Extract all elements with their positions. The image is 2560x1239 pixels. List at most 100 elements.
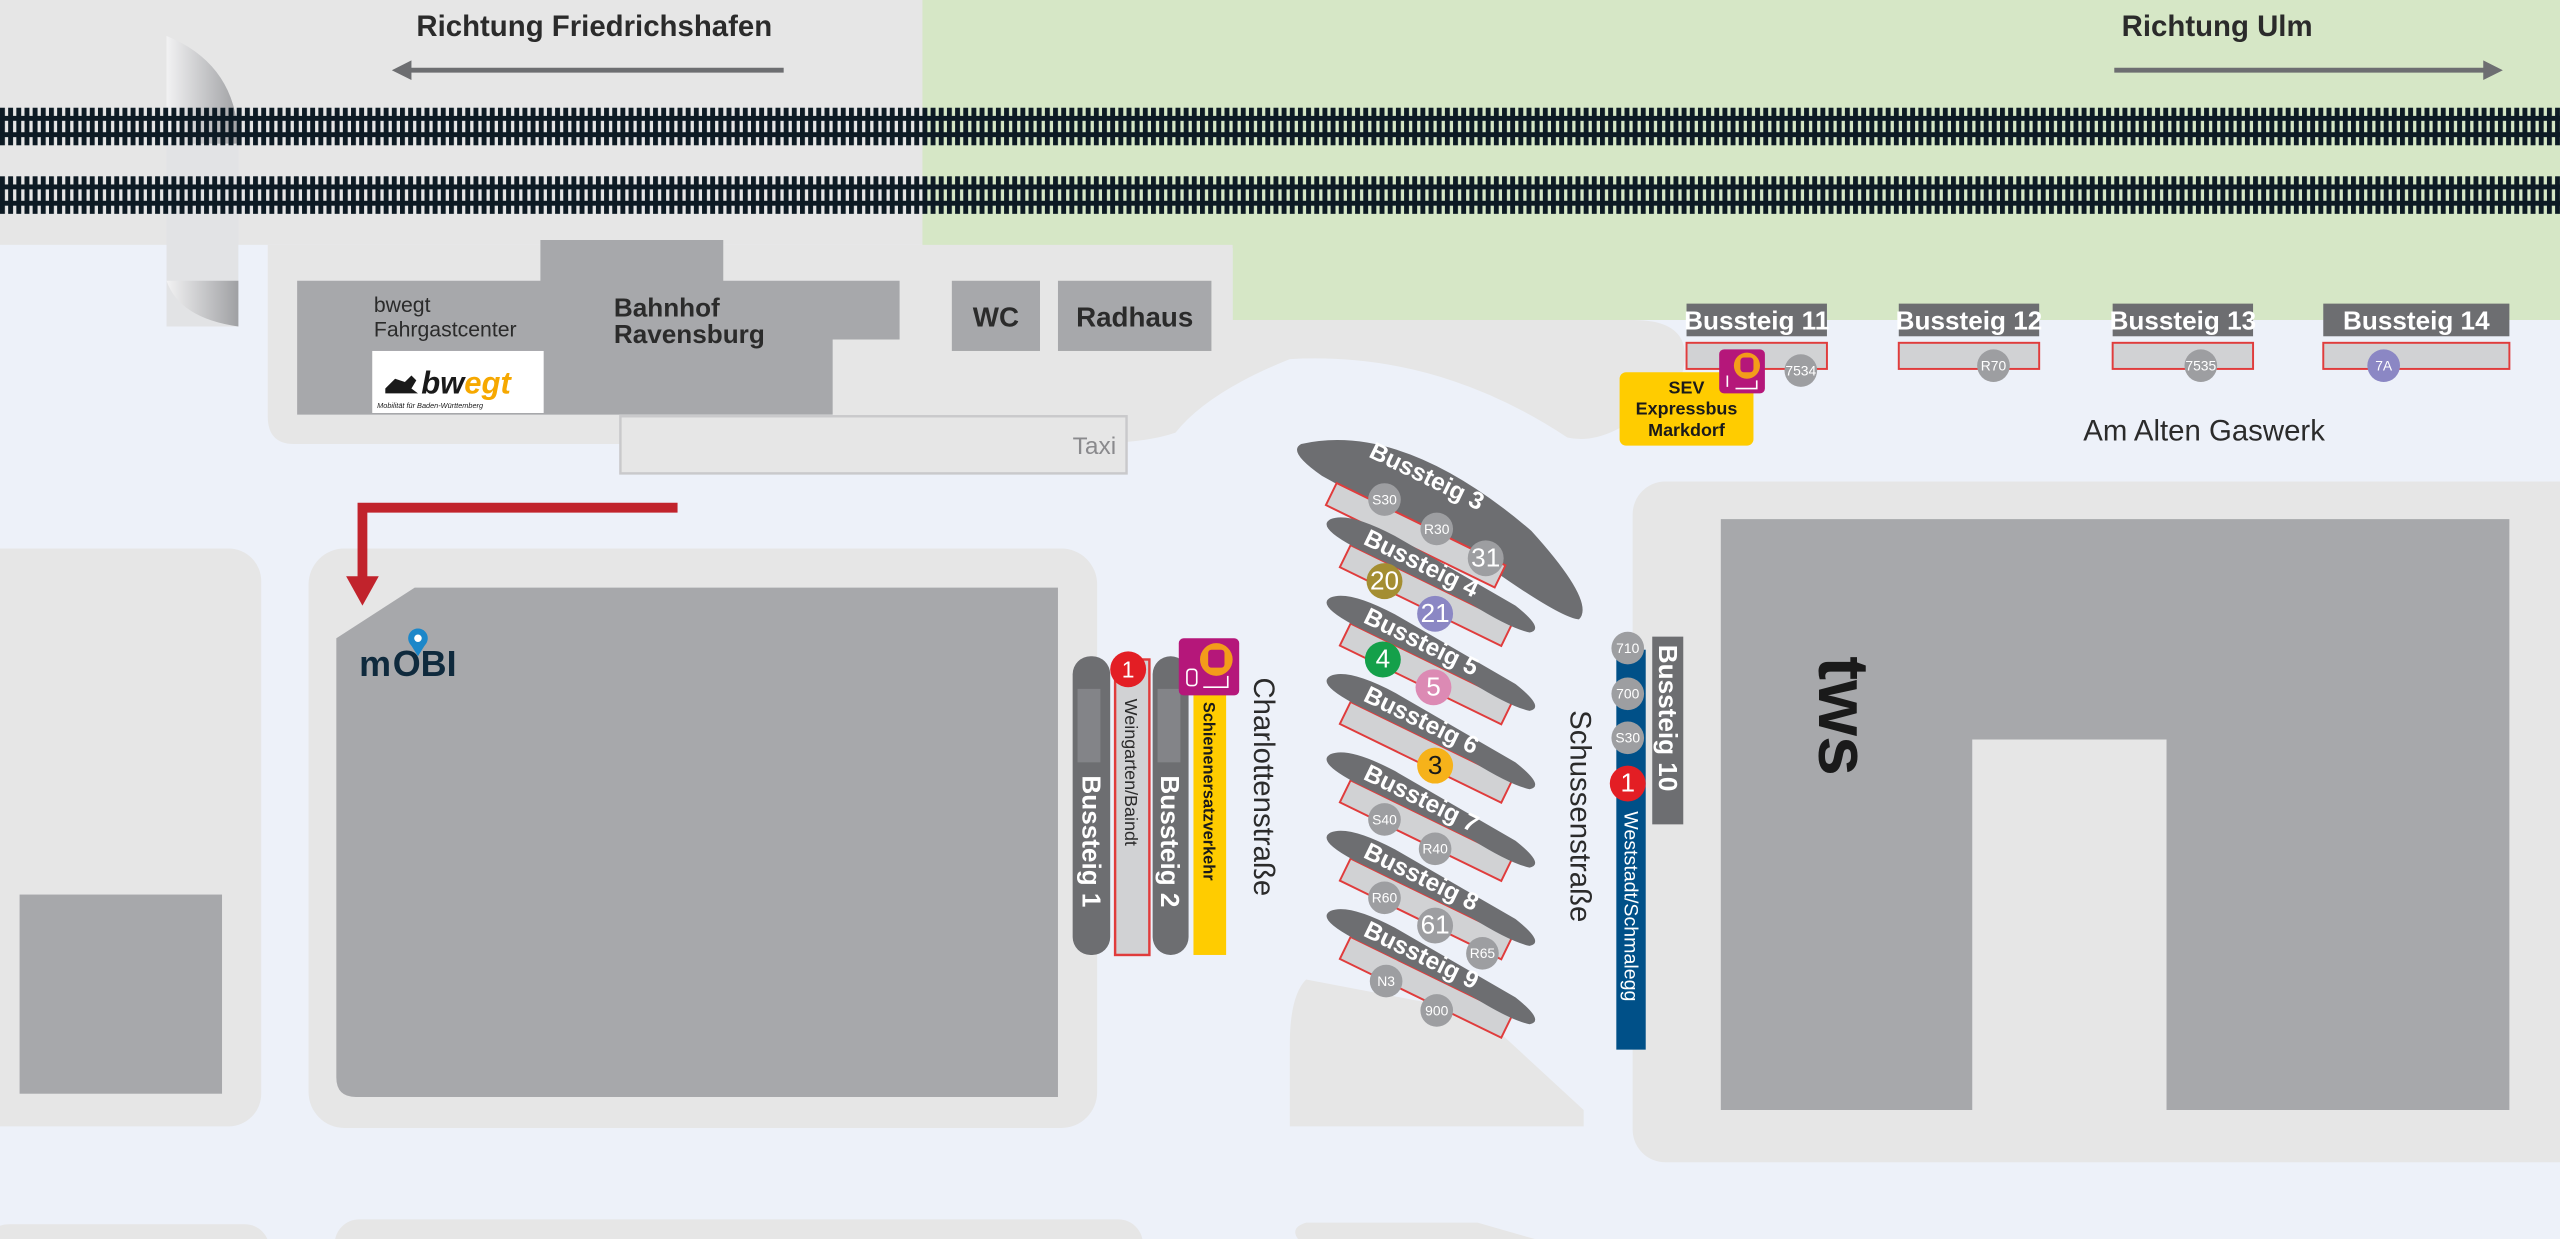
- route-badge-label: R30: [1424, 521, 1450, 537]
- route-badge-circle: [1368, 881, 1401, 915]
- route-badge-circle: [1611, 677, 1645, 711]
- bussteig-2-shelter: [1157, 688, 1181, 763]
- bussteig-2-label: Bussteig 2: [1155, 775, 1185, 907]
- route-badge-label: N3: [1377, 973, 1395, 989]
- route-badge: 7535: [2184, 349, 2218, 382]
- route-badge-circle: [1415, 669, 1452, 706]
- route-badge-label: 7A: [2375, 358, 2393, 374]
- wc-building: [951, 280, 1040, 351]
- platform-label: Bussteig 12: [1896, 306, 2043, 336]
- bussteig-12[interactable]: Bussteig 12 R70: [1896, 303, 2043, 382]
- platform-sign: [1898, 303, 2040, 337]
- route-badge-circle: [1420, 994, 1454, 1027]
- tws-label: tws: [1803, 656, 1883, 776]
- traffic-island: [1289, 979, 1584, 1127]
- route-badge-label: 5: [1426, 671, 1441, 701]
- left-block-building: [19, 894, 223, 1094]
- route-badge-label: R40: [1422, 841, 1448, 857]
- route-badge: 20: [1366, 563, 1403, 600]
- route-badge-label: 7535: [2185, 358, 2216, 374]
- route-badge-circle: [1611, 721, 1645, 755]
- sev-expressbus-line-2: Expressbus: [1636, 399, 1738, 419]
- route-badge-label: 20: [1370, 565, 1399, 595]
- arrow-right-icon: [2114, 60, 2503, 80]
- route-badge: S30: [1611, 721, 1645, 755]
- direction-ulm: Richtung Ulm: [2122, 10, 2313, 43]
- sev-expressbus-line-1: SEV: [1669, 377, 1705, 397]
- sev-label: Schienenersatzverkehr: [1199, 702, 1217, 881]
- schussenstrasse-label: Schussenstraße: [1564, 710, 1597, 922]
- route-badge: R65: [1466, 937, 1499, 970]
- mobi-logo: mOBI: [359, 628, 457, 684]
- route-badge-label: S40: [1372, 811, 1397, 827]
- route-badge-circle: [2184, 349, 2218, 382]
- taxi-rank: [619, 415, 1128, 475]
- arrow-left-icon: [391, 60, 784, 80]
- route-badge: S40: [1368, 803, 1401, 836]
- platform-label: Bussteig 13: [2110, 306, 2257, 336]
- weststadt-line-stop: [1616, 649, 1646, 1050]
- route-badge: R30: [1420, 512, 1454, 546]
- route-badge-label: 61: [1421, 910, 1450, 940]
- route-badge: 61: [1417, 907, 1454, 944]
- track-1: [0, 107, 2560, 146]
- bottom-area-2: [335, 1219, 1143, 1239]
- route-badge-label: 7534: [1785, 362, 1816, 378]
- route-badge-circle: [1366, 563, 1403, 600]
- route-badge-circle: [1784, 354, 1818, 387]
- svg-text:mOBI: mOBI: [359, 643, 456, 684]
- line-1-badge: [1110, 651, 1147, 688]
- route-badge-circle: [1369, 964, 1403, 998]
- radhaus-building: [1057, 280, 1212, 351]
- charlottenstrasse-label: Charlottenstraße: [1247, 677, 1280, 896]
- route-badge-circle: [1364, 641, 1401, 678]
- guidance-arrow-icon: [346, 502, 678, 606]
- wc-label: WC: [973, 301, 1019, 332]
- radhaus-label: Radhaus: [1076, 301, 1193, 332]
- route-badge: R70: [1977, 349, 2010, 382]
- platform-canopy: [1326, 752, 1536, 868]
- platform-label: Bussteig 11: [1684, 306, 1829, 336]
- platform-stop-area: [1897, 341, 2041, 370]
- route-badge: 1: [1609, 765, 1646, 802]
- platform-stop-area: [2322, 341, 2511, 370]
- route-badge-label: 4: [1376, 644, 1391, 674]
- route-badge-label: R70: [1981, 358, 2007, 374]
- route-badge-circle: [1467, 540, 1504, 577]
- bussteig-13[interactable]: Bussteig 13 7535: [2110, 303, 2257, 382]
- platform-sign: [1686, 303, 1827, 337]
- bwegt-logo: bwegt Mobilität für Baden-Württemberg: [372, 350, 544, 413]
- platform-stop-area: [2111, 341, 2255, 370]
- route-badge-circle: [1417, 747, 1454, 784]
- route-badge-circle: [1418, 832, 1452, 866]
- bussteig-10[interactable]: [1652, 636, 1684, 825]
- svg-text:Mobilität für Baden-Württember: Mobilität für Baden-Württemberg: [377, 401, 484, 410]
- route-badge-label: 700: [1616, 686, 1639, 702]
- route-badge: N3: [1369, 964, 1403, 998]
- mobi-building: [336, 587, 1058, 1097]
- bottom-area-3: [1295, 1222, 1535, 1239]
- north-platforms: Bussteig 11 7534 Bussteig 12 R70 Bussteig 13…: [1684, 303, 2511, 387]
- route-badge-circle: [1368, 803, 1401, 836]
- route-badge-label: R65: [1470, 945, 1496, 961]
- route-badge: R60: [1368, 881, 1401, 915]
- platform-sign: [2112, 303, 2254, 337]
- route-badge-label: S30: [1372, 491, 1397, 507]
- route-badge-circle: [1368, 483, 1401, 516]
- route-badge-circle: [1466, 937, 1499, 970]
- route-badge-circle: [1609, 765, 1646, 802]
- route-badge: R40: [1418, 832, 1452, 866]
- track-2: [0, 176, 2560, 214]
- sev-stop: [1193, 685, 1227, 955]
- underpass-ramp-bottom: [166, 280, 239, 327]
- platform-canopy: [1326, 674, 1536, 790]
- route-badge-label: 1: [1620, 768, 1635, 798]
- platform-canopy: [1326, 517, 1536, 633]
- platform-canopy: [1326, 595, 1536, 711]
- rail-replacement-bus-icon: [1178, 638, 1240, 696]
